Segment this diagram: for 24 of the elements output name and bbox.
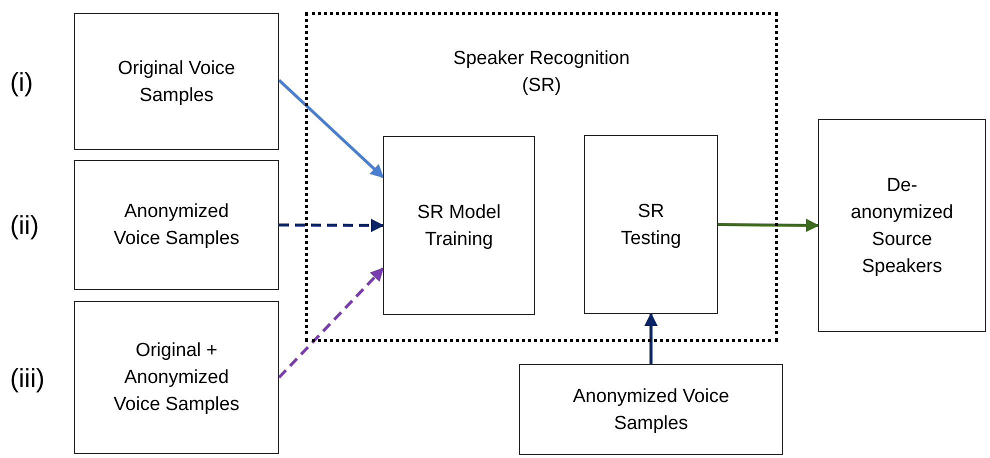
- arrow: [279, 218, 384, 232]
- process-box: [519, 364, 783, 455]
- row-label: (i): [10, 66, 34, 98]
- box-label: Original Voice Samples: [116, 56, 236, 108]
- arrow: [718, 218, 820, 232]
- group-title: Speaker Recognition (SR): [452, 47, 631, 98]
- process-box: [383, 136, 535, 315]
- process-box: [818, 119, 986, 332]
- process-box: [74, 13, 279, 150]
- box-label: Original + Anonymized Voice Samples: [112, 339, 240, 417]
- row-label: (ii): [10, 209, 39, 241]
- arrow: [278, 79, 384, 178]
- process-box: [74, 160, 279, 290]
- box-label: SR Testing: [620, 200, 682, 250]
- process-box: [74, 301, 279, 454]
- box-label: Anonymized Voice Samples: [572, 384, 730, 436]
- dotted-group-box: [305, 12, 778, 342]
- arrow: [278, 267, 384, 379]
- box-label: Anonymized Voice Samples: [112, 200, 240, 251]
- arrow: [644, 312, 658, 364]
- row-label: (iii): [10, 362, 45, 394]
- box-label: SR Model Training: [416, 200, 502, 252]
- process-box: [584, 135, 718, 314]
- box-label: De-anonymized Source Speakers: [850, 174, 954, 278]
